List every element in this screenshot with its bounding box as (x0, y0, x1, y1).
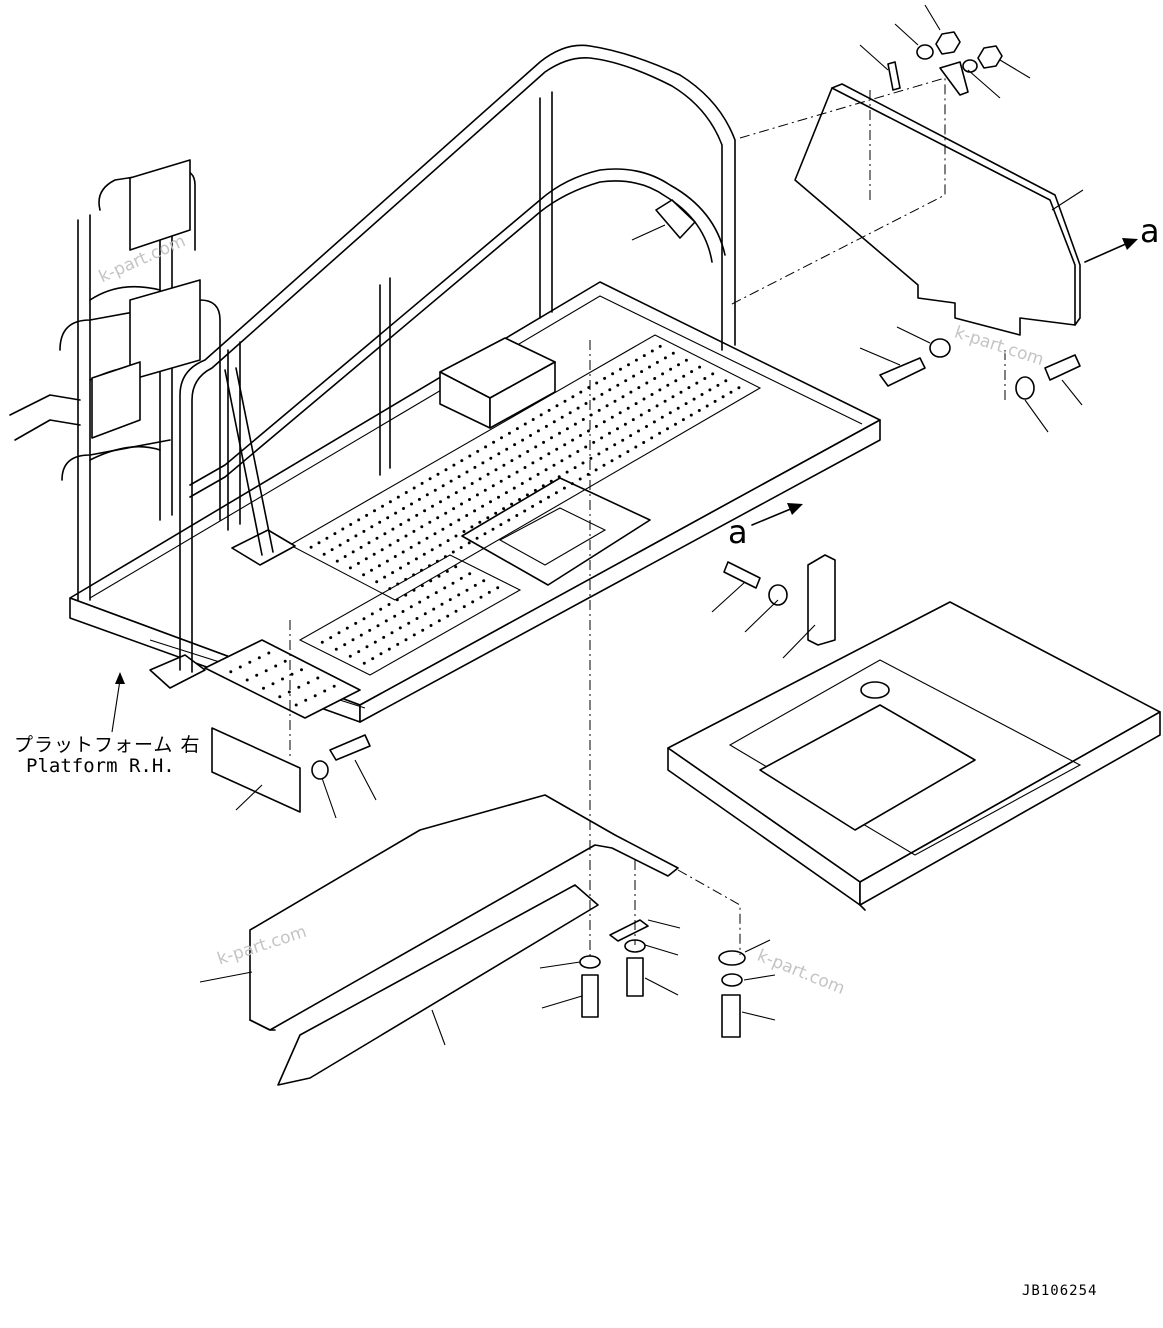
part-leader-lines (111, 4, 1084, 1046)
guard-plate-upper (729, 77, 1081, 336)
drawing-code: JB106254 (1022, 1283, 1098, 1299)
view-mark-lower: a (728, 513, 748, 551)
view-arrow-a-lower (751, 503, 803, 526)
ladder-assembly (9, 159, 221, 601)
platform-callout-en: Platform R.H. (26, 755, 175, 777)
handrail (179, 44, 736, 673)
small-cover-plate (211, 727, 301, 813)
view-arrow-a-upper (1084, 238, 1138, 263)
support-bracket (807, 554, 836, 646)
assembly-centre-lines (289, 340, 1006, 960)
step-guard-lower (249, 794, 679, 1086)
platform-callout-jp: プラットフォーム 右 (14, 734, 201, 756)
view-mark-upper: a (1140, 212, 1160, 250)
platform-deck (69, 281, 881, 723)
fasteners (311, 31, 1081, 1038)
machine-frame (667, 601, 1161, 911)
